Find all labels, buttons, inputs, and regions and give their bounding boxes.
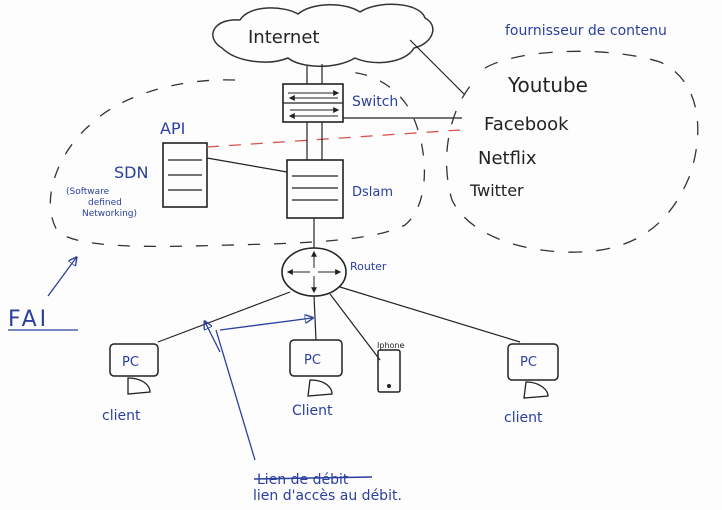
dslam-label: Dslam [352, 185, 393, 200]
pc-label-4: PC [520, 355, 537, 370]
api-label: API [160, 119, 185, 138]
link-sdn-dslam [206, 157, 288, 173]
client-label-1: client [102, 408, 141, 424]
caption-access-link: lien d'accès au débit. [253, 488, 402, 504]
router-label: Router [350, 260, 387, 273]
link-router-client4 [339, 286, 521, 343]
provider-cloud [445, 50, 699, 253]
pc-label-1: PC [122, 355, 139, 370]
sdn-box [162, 142, 208, 208]
link-router-client2 [313, 295, 317, 341]
link-router-client1 [157, 291, 291, 343]
dslam-box [286, 159, 344, 219]
fai-arrow [47, 258, 76, 297]
pc-node-4: PC [507, 343, 559, 399]
link-router-iphone [329, 293, 381, 361]
sdn-sub-1: (Software [66, 187, 110, 197]
pc-node-1: PC [109, 343, 159, 395]
provider-item-twitter: Twitter [469, 181, 524, 200]
link-internet-provider [409, 39, 466, 96]
internet-cloud [212, 3, 434, 67]
internet-label: Internet [248, 27, 319, 48]
iphone-button [387, 384, 391, 388]
provider-item-facebook: Facebook [484, 114, 569, 135]
provider-title: fournisseur de contenu [505, 23, 667, 39]
caption-crossed: Lien de débit [257, 472, 349, 488]
sdn-sub-3: Networking) [82, 209, 137, 219]
switch-label: Switch [352, 94, 398, 110]
fai-region [49, 71, 426, 248]
client-label-2: Client [292, 403, 333, 419]
access-arrow-2 [219, 318, 312, 331]
sdn-sub-2: defined [88, 198, 122, 208]
sdn-label: SDN [114, 163, 148, 182]
access-pointer-line [215, 329, 256, 461]
iphone-label: Iphone [377, 341, 404, 350]
pc-node-2: PC [289, 339, 343, 397]
provider-item-netflix: Netflix [478, 148, 537, 169]
iphone-device [377, 349, 401, 393]
client-label-4: client [504, 410, 543, 426]
access-arrow-1 [205, 322, 221, 353]
caption-strike [253, 476, 373, 480]
provider-item-youtube: Youtube [507, 73, 588, 97]
fai-label: FAI [8, 307, 49, 332]
pc-label-2: PC [304, 353, 321, 368]
